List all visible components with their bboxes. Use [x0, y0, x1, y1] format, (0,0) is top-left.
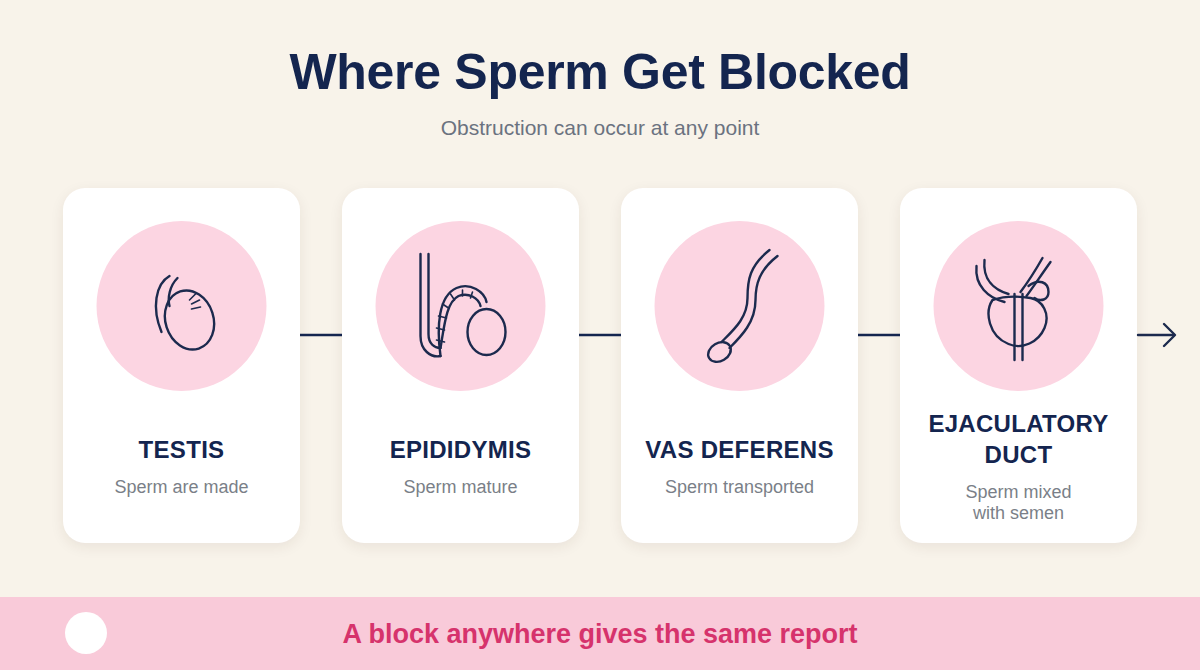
icon-circle — [376, 221, 546, 391]
vesicle-bulb — [1029, 282, 1049, 300]
exit-arrow-head — [1164, 324, 1175, 346]
epididymis-outline — [169, 278, 178, 306]
icon-circle — [655, 221, 825, 391]
stage-heading: EPIDIDYMIS — [390, 434, 532, 465]
stage-heading: TESTIS — [139, 434, 225, 465]
exit-line — [1138, 334, 1174, 336]
detail-lines — [190, 294, 201, 309]
epididymis-coil — [439, 286, 487, 356]
stage-card: EPIDIDYMIS Sperm mature — [342, 188, 579, 543]
duct-outline — [429, 254, 441, 348]
text-group: EJACULATORY DUCT Sperm mixed with semen — [900, 396, 1137, 536]
coil-ticks — [437, 290, 473, 342]
duct-outline — [421, 254, 441, 356]
stage-heading: EJACULATORY DUCT — [914, 408, 1124, 470]
text-group: VAS DEFERENS Sperm transported — [621, 396, 858, 536]
text-group: TESTIS Sperm are made — [63, 396, 300, 536]
stage-description: Sperm are made — [114, 477, 248, 498]
diagram-title: Where Sperm Get Blocked — [0, 42, 1200, 102]
flow-connector — [579, 334, 621, 336]
vesicle-outline — [984, 260, 1008, 294]
prostate-outline — [989, 297, 1047, 346]
urethra-lines — [1015, 294, 1023, 360]
testis-symbol — [157, 284, 221, 356]
vesicle-outline — [1027, 262, 1051, 296]
summary-band: A block anywhere gives the same report — [0, 597, 1200, 670]
flow-connector — [300, 334, 342, 336]
epididymis-outline — [156, 276, 170, 332]
epididymis-coil — [441, 295, 481, 348]
vas-tube — [722, 250, 770, 342]
vas-end — [705, 338, 735, 366]
stage-description: Sperm transported — [665, 477, 814, 498]
stage-card: VAS DEFERENS Sperm transported — [621, 188, 858, 543]
band-dot — [65, 612, 107, 654]
stage-card: EJACULATORY DUCT Sperm mixed with semen — [900, 188, 1137, 543]
stage-description: Sperm mature — [403, 477, 517, 498]
text-group: A block anywhere gives the same report — [0, 597, 1200, 670]
stage-description: Sperm mixed with semen — [949, 482, 1089, 524]
stage-heading: VAS DEFERENS — [645, 434, 834, 465]
band-text: A block anywhere gives the same report — [342, 617, 857, 651]
icon-circle — [934, 221, 1104, 391]
testis-symbol — [468, 309, 506, 355]
text-group: EPIDIDYMIS Sperm mature — [342, 396, 579, 536]
icon-circle — [97, 221, 267, 391]
vas-tube — [730, 256, 778, 348]
vesicle-outline — [976, 266, 1004, 302]
subtitle-text: Obstruction can occur at any point — [0, 115, 1200, 141]
vesicle-outline — [1021, 258, 1043, 292]
flow-connector — [858, 334, 900, 336]
stage-card: TESTIS Sperm are made — [63, 188, 300, 543]
